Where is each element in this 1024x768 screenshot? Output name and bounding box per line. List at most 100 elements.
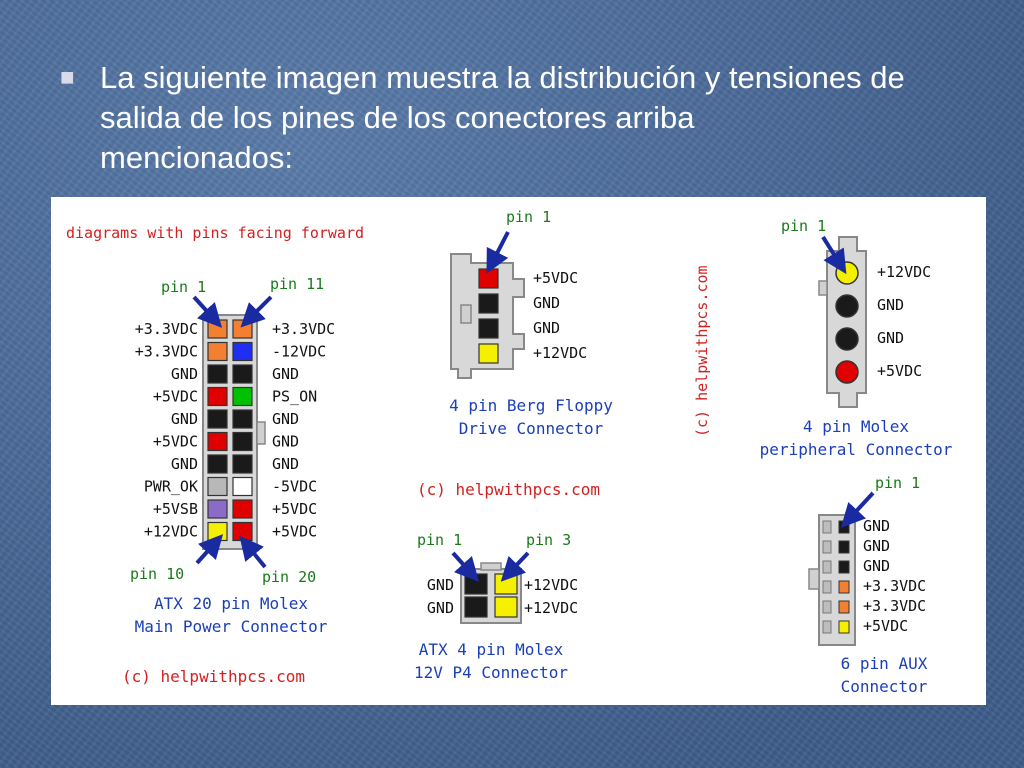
atx20-right-pin-7	[232, 454, 253, 474]
slide-text-line-3: mencionados:	[100, 140, 294, 175]
atx20-left-label-2: +3.3VDC	[135, 343, 198, 361]
aux-pins	[822, 520, 850, 634]
floppy-pin-4	[478, 343, 499, 364]
atx20-pin11-label: pin 11	[270, 275, 324, 293]
atx20-right-label-1: +3.3VDC	[272, 320, 335, 338]
p4-right-pin-1	[494, 573, 518, 595]
floppy-pin-1	[478, 268, 499, 289]
molex-pin-1	[835, 261, 859, 285]
atx20-pin1-arrow	[192, 295, 223, 328]
atx20-right-label-4: PS_ON	[272, 388, 317, 406]
atx20-left-pin-2	[207, 341, 228, 362]
molex-label-1: +12VDC	[877, 263, 931, 281]
aux-pin-4	[838, 580, 850, 594]
aux-caption-line2: Connector	[841, 677, 928, 696]
aux-label-2: GND	[863, 537, 890, 555]
aux-label-4: +3.3VDC	[863, 577, 926, 595]
connector-pinout-figure: diagrams with pins facing forward (c) he…	[51, 197, 986, 705]
pinout-diagram-svg: diagrams with pins facing forward (c) he…	[66, 208, 953, 696]
atx20-right-label-9: +5VDC	[272, 500, 317, 518]
floppy-connector: +5VDC GND GND +12VDC pin 1 4 pin Berg Flopp…	[417, 208, 613, 499]
atx20-right-pin-3	[232, 364, 253, 384]
atx20-pin11-arrow	[240, 295, 273, 328]
floppy-pins	[478, 268, 499, 364]
floppy-labels: +5VDC GND GND +12VDC	[533, 269, 587, 362]
atx20-left-label-3: GND	[171, 365, 198, 383]
floppy-pin-3	[478, 318, 499, 339]
atx20-right-label-10: +5VDC	[272, 523, 317, 541]
vertical-copyright: (c) helpwithpcs.com	[693, 265, 711, 437]
aux-slot-4	[822, 580, 832, 594]
aux-label-1: GND	[863, 517, 890, 535]
atx20-left-pin-3	[207, 364, 228, 384]
atx20-right-label-3: GND	[272, 365, 299, 383]
molex-pin-4	[835, 360, 859, 384]
atx20-left-label-6: +5VDC	[153, 433, 198, 451]
atx20-right-label-5: GND	[272, 410, 299, 428]
molex-pins	[835, 261, 859, 384]
atx20-right-pin-4	[232, 386, 253, 407]
p4-left-label-1: GND	[427, 576, 454, 594]
atx20-right-pin-5	[232, 409, 253, 429]
atx20-pins-left	[207, 319, 228, 542]
aux-pin-3	[838, 560, 850, 574]
floppy-pin1-label: pin 1	[506, 208, 551, 226]
aux-pin-1	[838, 520, 850, 534]
aux-latch	[808, 568, 820, 590]
molex-label-4: +5VDC	[877, 362, 922, 380]
p4-right-pin-2	[494, 596, 518, 618]
atx20-pin20-label: pin 20	[262, 568, 316, 586]
atx20-right-label-8: -5VDC	[272, 478, 317, 496]
molex-side-tab	[818, 280, 828, 296]
atx20-latch	[256, 421, 266, 445]
aux-slot-2	[822, 540, 832, 554]
slide-text-line-1: La siguiente imagen muestra la distribuc…	[100, 60, 905, 95]
atx20-left-label-4: +5VDC	[153, 388, 198, 406]
molex-label-2: GND	[877, 296, 904, 314]
aux-slot-5	[822, 600, 832, 614]
floppy-label-2: GND	[533, 294, 560, 312]
aux-slot-6	[822, 620, 832, 634]
slide-paragraph: La siguiente imagen muestra la distribuc…	[60, 58, 980, 178]
atx20-left-label-7: GND	[171, 455, 198, 473]
p4-right-label-1: +12VDC	[524, 576, 578, 594]
p4-left-pin-1	[464, 573, 488, 595]
atx20-pins-right	[232, 319, 253, 542]
atx20-caption-line2: Main Power Connector	[135, 617, 328, 636]
atx20-copyright: (c) helpwithpcs.com	[122, 667, 305, 686]
atx20-labels-left: +3.3VDC+3.3VDCGND+5VDCGND+5VDCGNDPWR_OK+…	[135, 320, 198, 541]
aux-pin1-arrow	[840, 491, 875, 528]
atx20-right-pin-10	[232, 521, 253, 542]
p4-caption-line2: 12V P4 Connector	[414, 663, 568, 682]
square-bullet-icon: ■	[60, 64, 75, 91]
atx20-left-label-10: +12VDC	[144, 523, 198, 541]
atx20-left-pin-9	[207, 499, 228, 519]
molex-caption-line1: 4 pin Molex	[803, 417, 909, 436]
molex-label-3: GND	[877, 329, 904, 347]
aux-caption-line1: 6 pin AUX	[841, 654, 928, 673]
floppy-side-tab	[460, 304, 472, 324]
molex-labels: +12VDC GND GND +5VDC	[877, 263, 931, 380]
p4-left-pin-2	[464, 596, 488, 618]
molex-pin1-arrow	[821, 235, 847, 275]
atx20-right-label-6: GND	[272, 433, 299, 451]
atx20-right-pin-9	[232, 499, 253, 519]
p4-pin1-arrow	[451, 551, 480, 582]
floppy-label-1: +5VDC	[533, 269, 578, 287]
atx20-right-label-7: GND	[272, 455, 299, 473]
diagram-header: diagrams with pins facing forward	[66, 224, 364, 242]
floppy-body	[450, 253, 525, 379]
floppy-label-4: +12VDC	[533, 344, 587, 362]
floppy-pin1-arrow	[486, 231, 510, 274]
floppy-caption-line1: 4 pin Berg Floppy	[449, 396, 613, 415]
aux-pin-6	[838, 620, 850, 634]
aux-pin-5	[838, 600, 850, 614]
p4-right-label-2: +12VDC	[524, 599, 578, 617]
atx20-pin1-label: pin 1	[161, 278, 206, 296]
floppy-label-3: GND	[533, 319, 560, 337]
